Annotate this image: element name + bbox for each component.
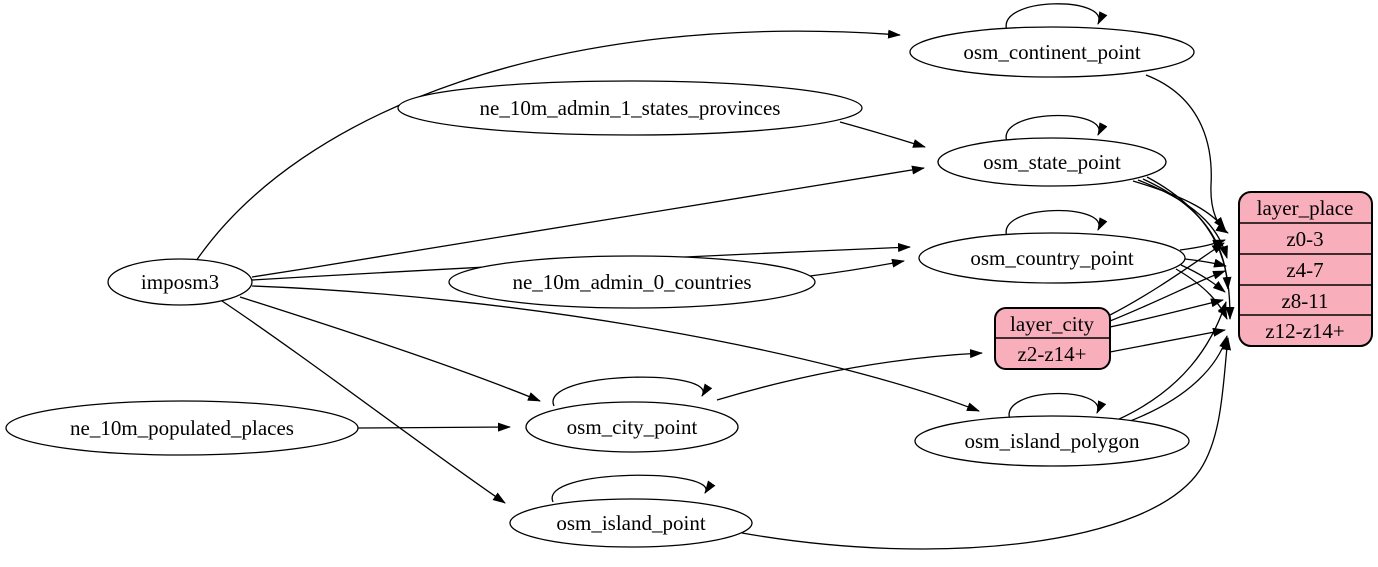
edge-imposm3-to-osm_continent_point	[195, 29, 901, 262]
imposm3-label: imposm3	[141, 270, 219, 294]
layer_place-box	[1238, 191, 1373, 347]
edge-osm_city_point-self-loop	[552, 376, 713, 407]
edge-ne_10m_populated_places-to-osm_city_point	[357, 422, 511, 432]
ne_10m_admin_0_countries-label: ne_10m_admin_0_countries	[512, 270, 751, 294]
edge-osm_city_point-to-layer_city-z2-z14+	[716, 349, 983, 401]
edge-osm_country_point-to-layer_place-z4-7	[1184, 258, 1227, 268]
edge-osm_country_point-self-loop	[1005, 209, 1108, 238]
osm_state_point-label: osm_state_point	[983, 150, 1121, 174]
edge-osm_state_point-to-layer_place-z0-3	[1132, 180, 1226, 230]
osm_continent_point-ellipse	[909, 26, 1195, 78]
osm_continent_point-label: osm_continent_point	[963, 40, 1140, 64]
edge-osm_island_polygon-to-layer_place-z8-11	[1116, 301, 1227, 421]
imposm3-ellipse	[107, 258, 253, 306]
ne_10m_admin_0_countries-ellipse	[448, 255, 816, 309]
layer_city-title: layer_city	[1010, 312, 1094, 336]
edges	[195, 3, 1235, 550]
osm_city_point-label: osm_city_point	[567, 415, 698, 439]
edge-ne_10m_admin_0_countries-to-osm_country_point	[809, 258, 905, 277]
layer_city-row-z2-z14: z2-z14+	[1018, 342, 1087, 366]
layer_place-title: layer_place	[1257, 196, 1354, 220]
edge-osm_island_point-self-loop	[551, 474, 716, 503]
edge-osm_island_polygon-to-layer_place-z12-z14+	[1124, 335, 1228, 424]
node-ne_10m_admin_1_states_provinces: ne_10m_admin_1_states_provinces	[397, 80, 863, 136]
node-ne_10m_admin_0_countries: ne_10m_admin_0_countries	[448, 255, 816, 309]
ne_10m_populated_places-label: ne_10m_populated_places	[70, 416, 294, 440]
edge-osm_country_point-to-layer_place-z0-3	[1179, 239, 1226, 251]
ne_10m_admin_1_states_provinces-label: ne_10m_admin_1_states_provinces	[480, 96, 781, 120]
edge-osm_continent_point-self-loop	[1005, 3, 1108, 32]
osm_island_polygon-label: osm_island_polygon	[964, 429, 1140, 453]
node-osm_state_point: osm_state_point	[937, 137, 1167, 187]
osm_country_point-ellipse	[918, 232, 1186, 284]
edge-imposm3-to-osm_city_point	[239, 296, 541, 402]
osm_city_point-ellipse	[525, 401, 739, 453]
ne_10m_admin_1_states_provinces-ellipse	[397, 80, 863, 136]
osm_country_point-label: osm_country_point	[970, 246, 1133, 270]
node-layer_city: layer_city z2-z14+	[994, 307, 1111, 370]
node-osm_island_point: osm_island_point	[509, 498, 753, 548]
layer_place-row-z12-z14: z12-z14+	[1265, 319, 1344, 343]
edge-osm_country_point-to-layer_place-z8-11	[1180, 264, 1226, 293]
node-layer_place: layer_place z0-3 z4-7 z8-11 z12-z14+	[1238, 191, 1373, 347]
layer_place-row-z0-3: z0-3	[1286, 227, 1323, 251]
osm_island_point-ellipse	[509, 498, 753, 548]
edge-osm_island_point-to-layer_place-z12-z14+	[741, 337, 1232, 550]
edge-layer_city-to-layer_place-z8-11	[1109, 298, 1224, 328]
edge-layer_city-to-layer_place-z0-3	[1109, 242, 1225, 316]
node-osm_continent_point: osm_continent_point	[909, 26, 1195, 78]
node-osm_country_point: osm_country_point	[918, 232, 1186, 284]
edge-osm_island_polygon-self-loop	[1008, 392, 1107, 421]
node-imposm3: imposm3	[107, 258, 253, 306]
edge-imposm3-to-osm_island_point	[221, 300, 506, 504]
edge-osm_state_point-self-loop	[1005, 114, 1108, 143]
layer_place-row-z4-7: z4-7	[1286, 258, 1323, 282]
edge-imposm3-to-osm_island_polygon	[251, 285, 980, 412]
osm_state_point-ellipse	[937, 137, 1167, 187]
layer_place-row-z8-11: z8-11	[1281, 289, 1328, 313]
edge-layer_city-to-layer_place-z4-7	[1109, 270, 1226, 322]
node-ne_10m_populated_places: ne_10m_populated_places	[5, 400, 359, 456]
osm_island_polygon-ellipse	[914, 415, 1190, 467]
edge-osm_country_point-to-layer_place-z12-z14+	[1175, 268, 1228, 320]
edge-ne_10m_admin_1_states_provinces-to-osm_state_point	[839, 121, 926, 148]
edge-layer_city-to-layer_place-z12-z14+	[1109, 327, 1226, 353]
node-osm_city_point: osm_city_point	[525, 401, 739, 453]
node-osm_island_polygon: osm_island_polygon	[914, 415, 1190, 467]
ne_10m_populated_places-ellipse	[5, 400, 359, 456]
osm_island_point-label: osm_island_point	[556, 511, 706, 535]
